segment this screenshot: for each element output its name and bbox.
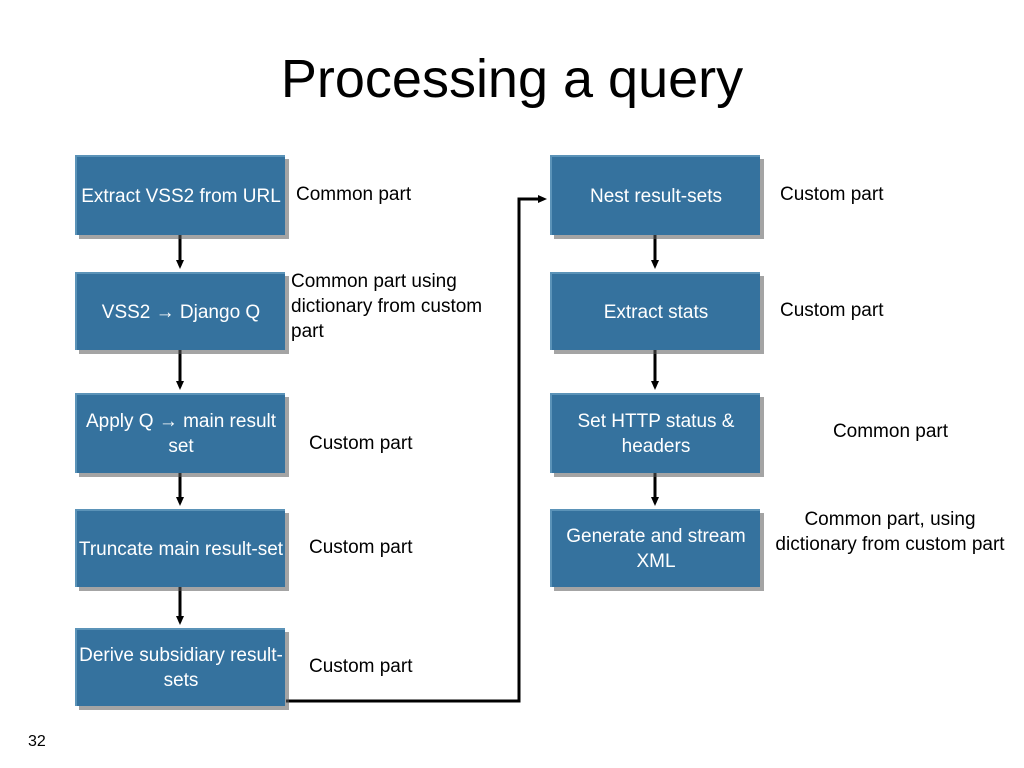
annotation-label: Custom part — [780, 184, 884, 205]
flow-node[interactable]: Truncate main result-set — [75, 509, 285, 587]
page-title: Processing a query — [280, 49, 744, 109]
flow-node[interactable]: VSS2 → Django Q — [75, 272, 285, 350]
flow-node[interactable]: Set HTTP status & headers — [550, 393, 760, 473]
annotation-label: Common part — [296, 184, 412, 205]
annotation-label: Custom part — [309, 656, 413, 677]
flow-node[interactable]: Generate and stream XML — [550, 509, 760, 587]
flow-node[interactable]: Derive subsidiary result-sets — [75, 628, 285, 706]
annotation-label: Common part — [832, 421, 949, 442]
flow-node[interactable]: Extract VSS2 from URL — [75, 155, 285, 235]
flow-node[interactable]: Nest result-sets — [550, 155, 760, 235]
annotation-label: Common part, using dictionary from custo… — [775, 509, 1005, 555]
annotation-label: Custom part — [309, 537, 413, 558]
annotation-label: Custom part — [780, 300, 884, 321]
annotation-label: Custom part — [309, 433, 413, 454]
annotation-label: Common part using dictionary from custom… — [291, 271, 483, 342]
flow-node[interactable]: Extract stats — [550, 272, 760, 350]
flow-node[interactable]: Apply Q → main result set — [75, 393, 285, 473]
page-number: 32 — [28, 733, 46, 750]
